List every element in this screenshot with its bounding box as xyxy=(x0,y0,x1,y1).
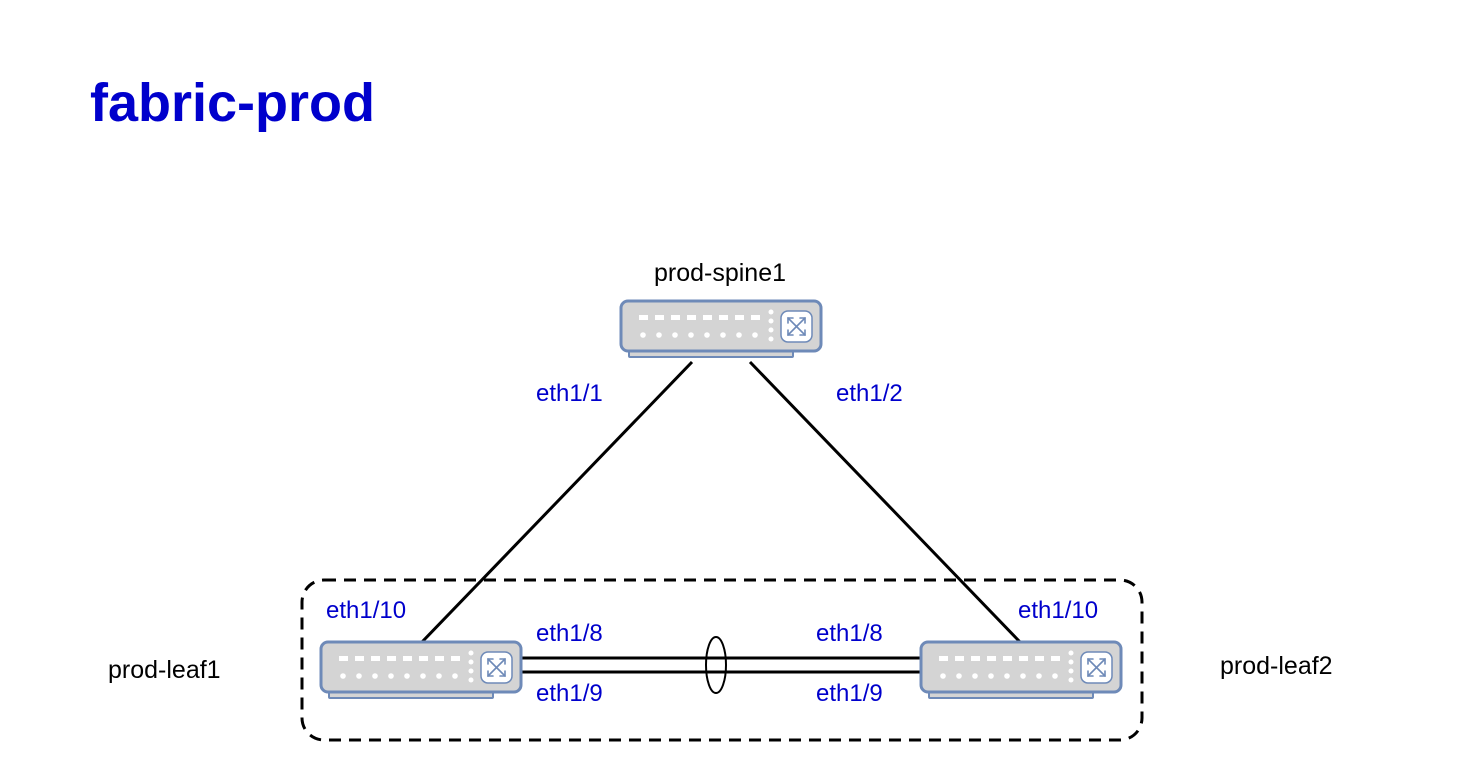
node-label-leaf2: prod-leaf2 xyxy=(1220,652,1333,680)
switch-icon[interactable] xyxy=(319,640,523,700)
port-label-leaf2-eth1-9: eth1/9 xyxy=(816,680,883,707)
link-spine1-leaf1 xyxy=(420,360,694,644)
port-label-leaf2-eth1-10: eth1/10 xyxy=(1018,597,1098,624)
port-label-leaf1-eth1-10: eth1/10 xyxy=(326,597,406,624)
port-label-leaf1-eth1-9: eth1/9 xyxy=(536,680,603,707)
node-label-spine1: prod-spine1 xyxy=(654,259,786,287)
page-title: fabric-prod xyxy=(90,73,375,133)
link-spine1-leaf2 xyxy=(748,360,1022,644)
port-label-spine1-eth1-1: eth1/1 xyxy=(536,380,603,407)
vpc-domain-box xyxy=(300,578,1144,742)
port-label-leaf1-eth1-8: eth1/8 xyxy=(536,620,603,647)
switch-icon[interactable] xyxy=(619,299,823,359)
port-channel-ellipse xyxy=(705,636,727,694)
port-label-spine1-eth1-2: eth1/2 xyxy=(836,380,903,407)
switch-icon[interactable] xyxy=(919,640,1123,700)
node-label-leaf1: prod-leaf1 xyxy=(108,656,221,684)
port-label-leaf2-eth1-8: eth1/8 xyxy=(816,620,883,647)
